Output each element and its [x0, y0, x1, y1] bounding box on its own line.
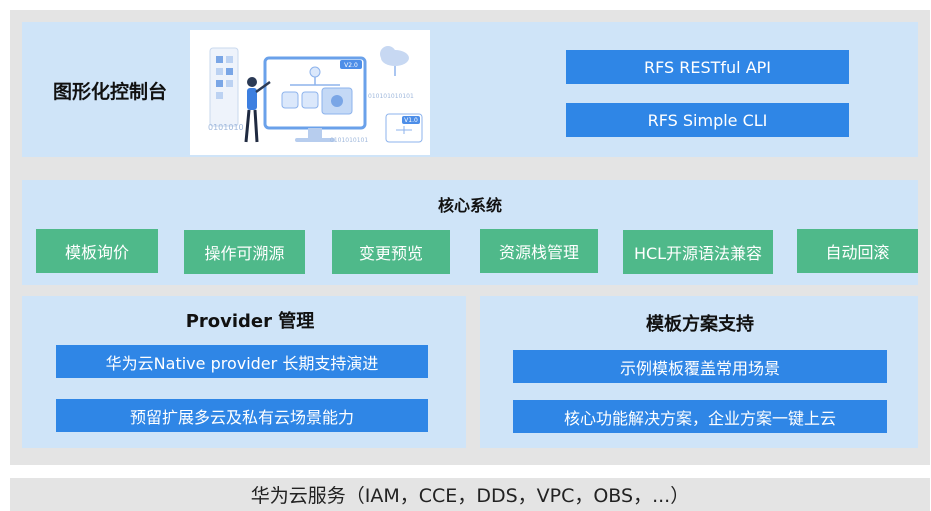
- binary-right-text: 010101010101: [368, 93, 414, 100]
- provider-item-native: 华为云Native provider 长期支持演进: [56, 345, 428, 378]
- rfs-simple-cli-box: RFS Simple CLI: [566, 103, 849, 137]
- version-top-label: V2.0: [344, 62, 358, 69]
- console-illustration: V2.0 V1.0 0101010 010101010101 010101010…: [190, 30, 430, 155]
- provider-title: Provider 管理: [185, 311, 315, 332]
- core-item-auto-rollback: 自动回滚: [797, 229, 918, 273]
- provider-item-multicloud: 预留扩展多云及私有云场景能力: [56, 399, 428, 432]
- core-item-template-pricing: 模板询价: [36, 229, 158, 273]
- core-item-change-preview: 变更预览: [332, 230, 450, 274]
- core-system-title: 核心系统: [437, 196, 502, 215]
- template-item-examples: 示例模板覆盖常用场景: [513, 350, 887, 383]
- rfs-restful-api-box: RFS RESTful API: [566, 50, 849, 84]
- template-item-solutions: 核心功能解决方案，企业方案一键上云: [513, 400, 887, 433]
- version-bottom-label: V1.0: [404, 117, 418, 124]
- template-title: 模板方案支持: [646, 314, 754, 335]
- core-item-traceable-ops: 操作可溯源: [184, 230, 305, 274]
- console-title: 图形化控制台: [52, 80, 167, 103]
- binary-left-text: 0101010: [208, 123, 244, 132]
- console-illustration-graphic: V2.0 V1.0 0101010 010101010101 010101010…: [208, 46, 423, 144]
- huawei-cloud-services-bar: 华为云服务（IAM，CCE，DDS，VPC，OBS，...）: [10, 478, 930, 511]
- binary-bottom-text: 0101010101: [330, 137, 368, 144]
- core-item-stack-management: 资源栈管理: [480, 229, 598, 273]
- core-item-hcl-compat: HCL开源语法兼容: [623, 230, 773, 274]
